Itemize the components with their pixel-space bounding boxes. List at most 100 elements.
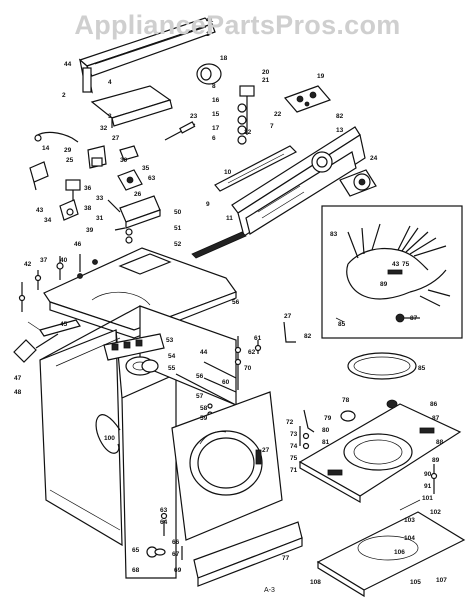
part-label: 18 bbox=[220, 55, 228, 62]
part-label: 74 bbox=[290, 443, 298, 450]
part-label: 20 bbox=[262, 69, 270, 76]
part-label: 90 bbox=[424, 471, 432, 478]
part-label: 57 bbox=[196, 393, 204, 400]
part-label: 39 bbox=[86, 227, 94, 234]
part-label: 77 bbox=[282, 555, 290, 562]
part-label: 75 bbox=[290, 455, 298, 462]
part-label: 70 bbox=[244, 365, 252, 372]
part-label: 56 bbox=[232, 299, 240, 306]
part-label: 73 bbox=[290, 431, 298, 438]
part-label: 8 bbox=[212, 83, 216, 90]
screws-right bbox=[203, 321, 296, 417]
part-label: 34 bbox=[44, 217, 52, 224]
switch-bracket bbox=[283, 85, 332, 113]
part-label: 19 bbox=[317, 73, 325, 80]
part-label: 2 bbox=[62, 92, 66, 99]
part-label: 82 bbox=[304, 333, 312, 340]
part-label: 24 bbox=[370, 155, 378, 162]
part-label: 36 bbox=[84, 185, 92, 192]
part-label: 103 bbox=[404, 517, 415, 524]
part-label: 53 bbox=[166, 337, 174, 344]
part-label: 106 bbox=[394, 549, 405, 556]
part-label: 83 bbox=[330, 231, 338, 238]
door-seal-ring bbox=[347, 352, 417, 380]
part-label: 72 bbox=[286, 419, 294, 426]
part-label: 58 bbox=[200, 405, 208, 412]
part-label: 37 bbox=[40, 257, 48, 264]
part-label: 29 bbox=[64, 147, 72, 154]
part-label: 59 bbox=[200, 415, 208, 422]
bottom-pan bbox=[316, 499, 466, 598]
cabinet bbox=[39, 305, 237, 579]
part-label: 22 bbox=[274, 111, 282, 118]
part-label: 54 bbox=[168, 353, 176, 360]
part-label: 12 bbox=[244, 129, 252, 136]
lid-switch bbox=[107, 195, 161, 244]
part-label: 51 bbox=[174, 225, 182, 232]
part-label: 3 bbox=[108, 113, 112, 120]
motor-mount-parts bbox=[299, 399, 438, 494]
part-label: 15 bbox=[212, 111, 220, 118]
part-label: 60 bbox=[222, 379, 230, 386]
part-label: 9 bbox=[206, 201, 210, 208]
part-label: 52 bbox=[174, 241, 182, 248]
kick-plate bbox=[193, 521, 303, 587]
part-label: 13 bbox=[336, 127, 344, 134]
part-label: 62 bbox=[248, 349, 256, 356]
part-label: 71 bbox=[290, 467, 298, 474]
part-label: 40 bbox=[60, 257, 68, 264]
part-label: 14 bbox=[42, 145, 50, 152]
part-label: 75 bbox=[402, 261, 410, 268]
control-console bbox=[231, 126, 366, 237]
part-label: 56 bbox=[196, 373, 204, 380]
tray-bracket bbox=[90, 85, 173, 128]
part-label: 87 bbox=[410, 315, 418, 322]
part-label: 86 bbox=[430, 401, 438, 408]
part-label: 43 bbox=[36, 207, 44, 214]
part-label: 30 bbox=[120, 157, 128, 164]
part-label: 105 bbox=[410, 579, 421, 586]
rod-pin bbox=[164, 121, 196, 141]
part-labels: 41 1 44 2 4 3 18 20 21 19 8 16 15 17 6 2… bbox=[14, 17, 447, 586]
leveling-feet bbox=[146, 512, 183, 560]
part-label: 108 bbox=[310, 579, 321, 586]
part-label: 88 bbox=[436, 439, 444, 446]
timer-motor bbox=[339, 169, 377, 197]
part-label: 87 bbox=[432, 415, 440, 422]
part-label: 35 bbox=[142, 165, 150, 172]
part-label: 55 bbox=[168, 365, 176, 372]
part-label: 50 bbox=[174, 209, 182, 216]
part-label: 11 bbox=[226, 215, 233, 222]
part-label: 81 bbox=[322, 439, 330, 446]
part-label: 65 bbox=[132, 547, 140, 554]
hinge-left bbox=[13, 319, 81, 363]
part-label: 48 bbox=[14, 389, 22, 396]
part-label: 23 bbox=[190, 113, 198, 120]
part-label: 41 bbox=[206, 17, 214, 24]
switch-housing bbox=[103, 333, 165, 373]
part-label: 26 bbox=[134, 191, 142, 198]
top-rail-bracket bbox=[78, 17, 216, 94]
part-label: 27 bbox=[284, 313, 292, 320]
part-label: 67 bbox=[172, 551, 180, 558]
screws-left bbox=[18, 254, 81, 312]
part-label: 46 bbox=[74, 241, 82, 248]
part-label: 101 bbox=[422, 495, 433, 502]
part-label: 68 bbox=[132, 567, 140, 574]
part-label: 42 bbox=[24, 261, 32, 268]
part-label: 16 bbox=[212, 97, 220, 104]
console-bracket bbox=[214, 145, 298, 192]
part-label: 61 bbox=[254, 335, 262, 342]
part-label: 63 bbox=[160, 507, 168, 514]
part-label: 69 bbox=[174, 567, 182, 574]
part-label: 17 bbox=[212, 125, 220, 132]
part-label: 4 bbox=[108, 79, 112, 86]
timer-knob-assembly bbox=[237, 85, 255, 145]
part-label: 6 bbox=[212, 135, 216, 142]
lamp-bulb bbox=[196, 63, 222, 85]
front-panel bbox=[171, 391, 283, 541]
page-number: A-3 bbox=[264, 587, 275, 594]
part-label: 89 bbox=[380, 281, 388, 288]
